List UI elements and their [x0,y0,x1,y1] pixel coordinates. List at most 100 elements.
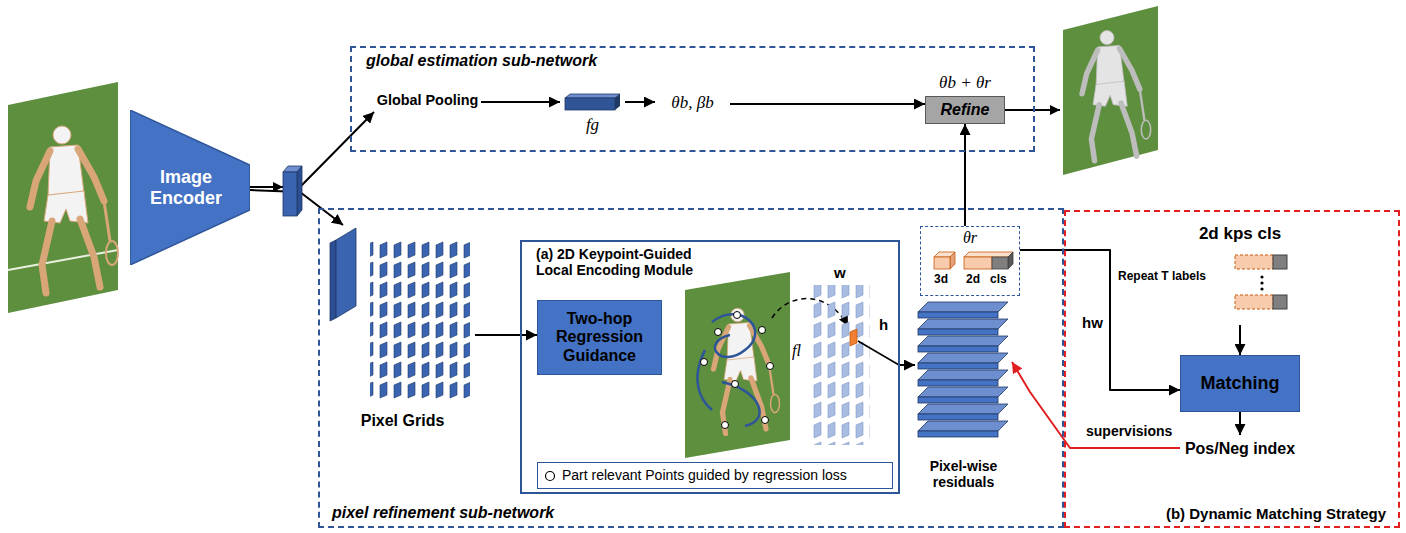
illustration-part [918,404,1008,420]
output-arrow [1005,109,1060,111]
heading-text: θr [921,229,1019,247]
illustration-part [712,314,755,357]
encoder-trapezoid: Image Encoder [130,110,250,265]
pixel-grid-art [330,228,470,400]
connector-arrow [625,101,655,103]
illustration-part [330,240,336,321]
refine-box: θb + θrRefine [925,96,1005,124]
illustration-part [565,94,620,98]
illustration-part [615,94,620,110]
pixel-grid: Pixel Grids [330,225,475,430]
illustration-part [1082,31,1151,161]
connector-arrow [964,124,966,226]
output-cubes [934,252,1013,269]
illustration-part [1260,281,1263,284]
illustration-part [918,370,1008,386]
subnetwork-region: pixel refinement sub-network Pixel Grids (… [318,208,1064,528]
connector-arrow [900,364,915,366]
part-label: h [879,316,888,333]
residual-planks [918,302,1008,437]
local-feature-grid [808,285,899,445]
heading-text: Pixel-wise residuals [905,458,1022,490]
illustration-part [697,350,712,410]
illustration-part [701,359,708,366]
illustration-part [1008,252,1013,269]
box-text: Matching [1201,373,1280,394]
part-label: Repeat T labels [1118,270,1206,284]
illustration-part [1273,255,1287,269]
connector-arrow [250,112,374,187]
heading-text: (b) Dynamic Matching Strategy [1166,505,1386,522]
part-label: 3d [934,273,948,287]
note-box: Part relevant Points guided by regressio… [537,462,893,489]
illustration-part [732,381,739,388]
illustration-part [964,257,992,269]
box-text: Global Pooling [377,92,479,109]
illustration-part [30,126,118,293]
illustration-part [918,387,1008,403]
label-stacks [1235,255,1287,309]
illustration-part [722,422,729,429]
part-label: 2d [966,273,980,287]
illustration-part [858,341,899,365]
connector-arrow [475,334,537,336]
trapezoid-fill [130,110,250,265]
illustration-part [565,98,615,110]
illustration-part [1260,287,1263,290]
process-label: Global Pooling [374,75,481,125]
illustration-part [273,182,283,192]
illustration-part [1273,295,1287,309]
illustration-part [297,166,302,216]
heading-text: 2d kps cls [1180,224,1300,244]
illustration-part [370,240,470,400]
heading-text: (a) 2D Keypoint-Guided Local Encoding Mo… [536,246,731,278]
output-label: Pos/Neg index [1180,435,1300,463]
illustration-part [918,302,1008,318]
keypoint-marker [546,472,555,481]
heading-text: θb + θr [896,73,1034,93]
edge-label: supervisions [1086,423,1172,439]
process-box: Matching [1180,355,1300,412]
heading-text: pixel refinement sub-network [332,504,554,522]
box-text: Part relevant Points guided by regressio… [562,467,847,483]
heading-text: Pixel Grids [320,412,485,430]
illustration-part [1260,275,1263,278]
illustration-part [1063,6,1158,175]
illustration-part [767,363,774,370]
illustration-part [336,228,356,318]
box-text: Two-hop Regression Guidance [542,310,657,365]
feature-map-cube [273,166,302,216]
connector-arrow [1239,325,1241,355]
illustration-part [759,327,766,334]
part-label: w [834,264,846,281]
illustration-part [918,353,1008,369]
subnetwork-region: global estimation sub-networkGlobal Pool… [350,46,1035,152]
process-box: Two-hop Regression Guidance [537,300,662,375]
illustration-part [722,382,760,426]
illustration-part [715,329,722,336]
illustration-part [283,172,297,216]
box-text: Pos/Neg index [1185,440,1295,458]
illustration-part [762,417,769,424]
part-label: cls [990,273,1007,287]
illustration-part [808,285,870,445]
illustration-part [1235,255,1273,269]
illustration-part [918,319,1008,335]
illustration-part [964,252,1013,257]
connector-arrow [1012,362,1180,448]
box-text: Refine [941,101,990,119]
part-label: fl [792,342,801,360]
illustration-part [8,82,118,313]
feature-bar [565,94,620,110]
input-photo [8,82,118,313]
illustration-part [918,421,1008,437]
illustration-part [714,308,780,433]
connector-arrow [481,101,560,103]
feature-vector: fg [560,92,625,135]
heading-text: fg [550,115,635,135]
illustration-part [934,257,950,269]
connector-arrow [1239,412,1241,435]
output-mesh-photo [1063,6,1158,175]
illustration-part [1235,295,1273,309]
strategy-region: (b) Dynamic Matching Strategy 2d kps clsM… [1064,210,1400,528]
